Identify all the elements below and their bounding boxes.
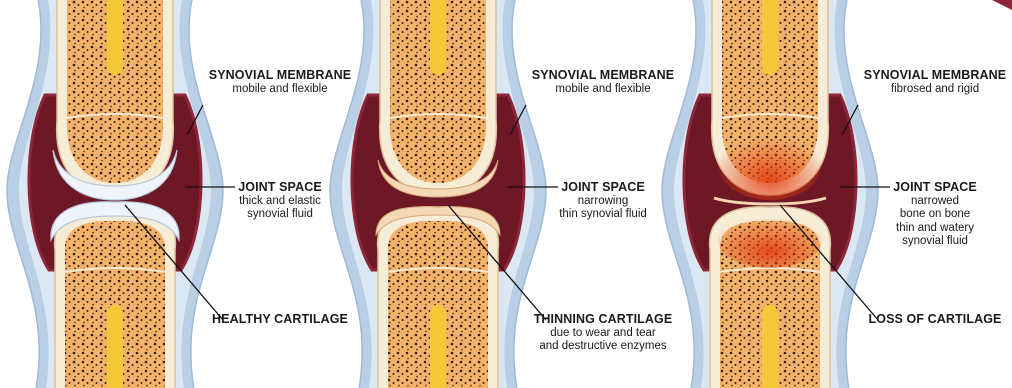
inflamed-bone bbox=[718, 212, 822, 268]
joint-space-description: narrowing bbox=[523, 195, 683, 209]
joint-space-description: synovial fluid bbox=[855, 235, 1012, 249]
joint-healthy bbox=[7, 0, 223, 388]
joint-space-title: JOINT SPACE bbox=[200, 180, 360, 195]
joint-space-description: synovial fluid bbox=[200, 208, 360, 222]
joint-space-description: thin synovial fluid bbox=[523, 208, 683, 222]
joint-space-description: bone on bone bbox=[855, 208, 1012, 222]
synovial-membrane-description: mobile and flexible bbox=[200, 83, 360, 97]
joint-thinning bbox=[330, 0, 546, 388]
cartilage-label: HEALTHY CARTILAGE bbox=[200, 312, 360, 327]
synovial-membrane-title: SYNOVIAL MEMBRANE bbox=[523, 68, 683, 83]
upper-marrow-canal bbox=[107, 0, 123, 75]
joint-space-description: thin and watery bbox=[855, 222, 1012, 236]
cartilage-label: LOSS OF CARTILAGE bbox=[855, 312, 1012, 327]
synovial-membrane-title: SYNOVIAL MEMBRANE bbox=[200, 68, 360, 83]
synovial-membrane-description: fibrosed and rigid bbox=[855, 83, 1012, 97]
inflamed-bone bbox=[718, 130, 822, 200]
joint-space-title: JOINT SPACE bbox=[523, 180, 683, 195]
lower-marrow-canal bbox=[762, 305, 778, 388]
joint-loss bbox=[662, 0, 878, 388]
cartilage-title: HEALTHY CARTILAGE bbox=[200, 312, 360, 327]
corner-arrow-icon bbox=[992, 0, 1012, 10]
cartilage-title: LOSS OF CARTILAGE bbox=[855, 312, 1012, 327]
joint-space-description: narrowed bbox=[855, 195, 1012, 209]
lower-marrow-canal bbox=[430, 305, 446, 388]
synovial-membrane-title: SYNOVIAL MEMBRANE bbox=[855, 68, 1012, 83]
joint-space-description: thick and elastic bbox=[200, 195, 360, 209]
cartilage-title: THINNING CARTILAGE bbox=[523, 312, 683, 327]
synovial-membrane-description: mobile and flexible bbox=[523, 83, 683, 97]
joint-space-title: JOINT SPACE bbox=[855, 180, 1012, 195]
cartilage-description: and destructive enzymes bbox=[523, 340, 683, 354]
upper-marrow-canal bbox=[430, 0, 446, 75]
cartilage-description: due to wear and tear bbox=[523, 327, 683, 341]
lower-marrow-canal bbox=[107, 305, 123, 388]
upper-marrow-canal bbox=[762, 0, 778, 75]
